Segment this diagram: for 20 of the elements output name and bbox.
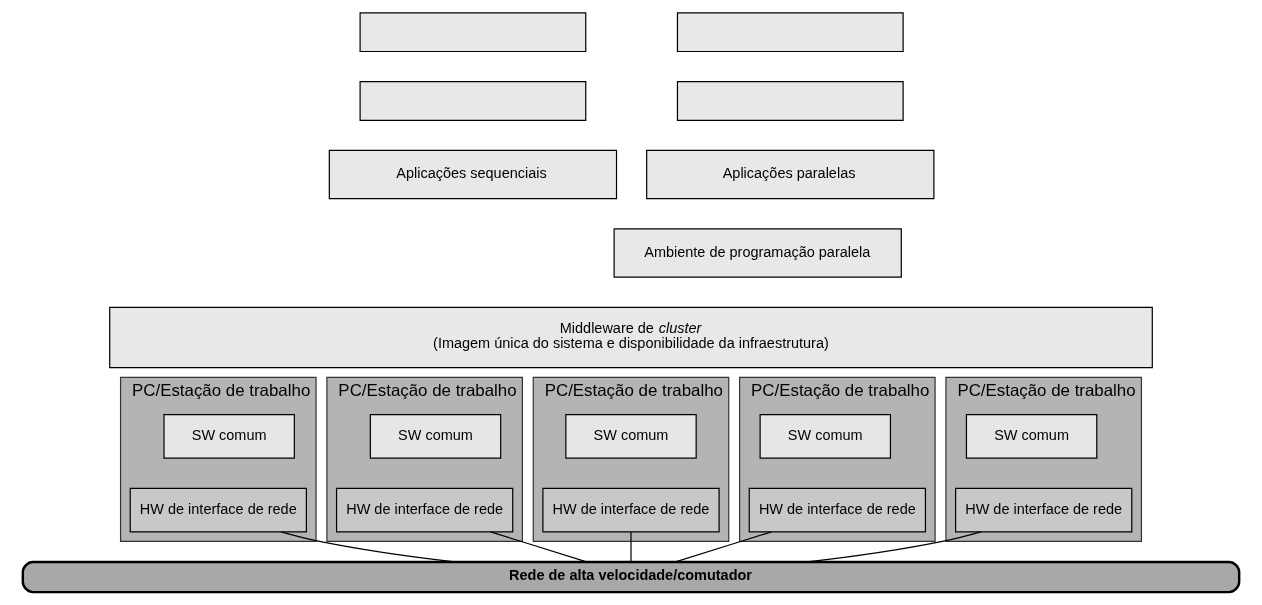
node-box: Aplicações paralelas <box>646 149 935 200</box>
node-box: HW de interface de rede <box>335 487 514 533</box>
node-box: HW de interface de rede <box>542 487 720 533</box>
node-box: Ambiente de programação paralela <box>613 228 902 278</box>
node-box: SW comum <box>565 414 697 459</box>
node-box: HW de interface de rede <box>955 487 1133 533</box>
node-box: SW comum <box>965 414 1098 459</box>
connector <box>630 531 632 563</box>
node-box <box>676 12 904 53</box>
node-box <box>676 81 904 121</box>
node-box: SW comum <box>163 414 295 459</box>
node-box: HW de interface de rede <box>748 487 927 533</box>
node-box: Rede de alta velocidade/comutador <box>21 560 1241 594</box>
node-box: Middleware de cluster (Imagem única do sistema e disponibilidade da infraestrutura) <box>109 306 1153 369</box>
node-box <box>359 81 587 121</box>
node-box: SW comum <box>369 414 502 459</box>
node-box <box>359 12 587 53</box>
node-box: Aplicações sequenciais <box>328 149 618 200</box>
node-box: SW comum <box>759 414 892 459</box>
node-box: HW de interface de rede <box>129 487 307 533</box>
